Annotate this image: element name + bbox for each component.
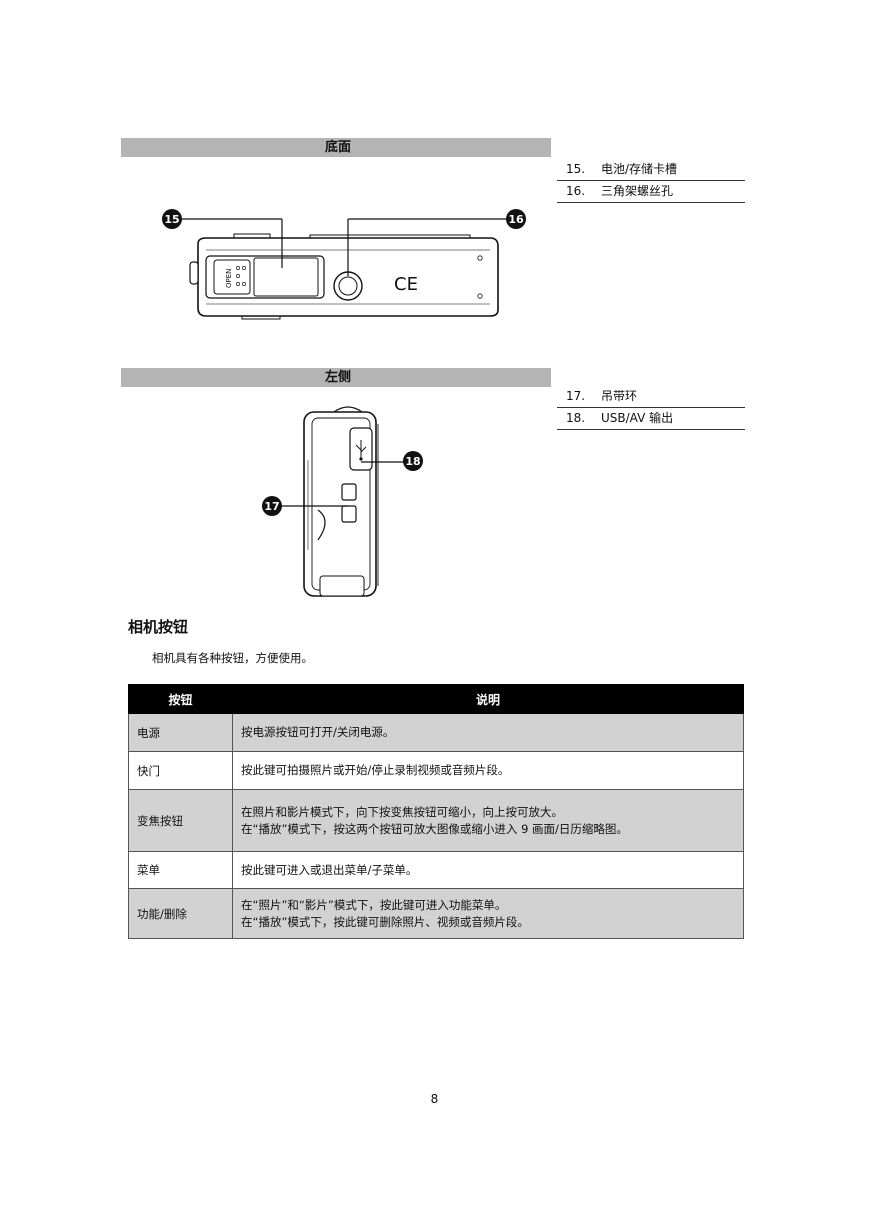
button-name: 电源 (128, 713, 233, 752)
section-bar-bottom: 底面 (121, 138, 555, 157)
button-description: 按此键可进入或退出菜单/子菜单。 (232, 851, 744, 889)
part-row: 16. 三角架螺丝孔 (557, 181, 745, 203)
callout-number-16: 16 (508, 213, 524, 226)
table-row: 快门 按此键可拍摄照片或开始/停止录制视频或音频片段。 (128, 751, 744, 790)
section-bar-left: 左侧 (121, 368, 555, 387)
description-line: 在“播放”模式下，按这两个按钮可放大图像或缩小进入 9 画面/日历缩略图。 (241, 821, 628, 836)
table-row: 变焦按钮 在照片和影片模式下，向下按变焦按钮可缩小，向上按可放大。 在“播放”模… (128, 789, 744, 852)
intro-text: 相机具有各种按钮，方便使用。 (152, 651, 313, 665)
description-line: 按此键可拍摄照片或开始/停止录制视频或音频片段。 (241, 763, 510, 777)
callout-badge-16 (506, 209, 526, 229)
part-number: 16. (566, 184, 586, 198)
callout-badge-15 (162, 209, 182, 229)
part-number: 17. (566, 389, 586, 403)
description-line: 在“照片”和“影片”模式下，按此键可进入功能菜单。 (241, 897, 507, 912)
button-name: 变焦按钮 (128, 789, 233, 852)
part-label: USB/AV 输出 (601, 411, 674, 425)
button-name: 快门 (128, 751, 233, 790)
part-number: 15. (566, 162, 586, 176)
callout-badge-17 (262, 496, 282, 516)
callout-number-15: 15 (164, 213, 179, 226)
part-row: 15. 电池/存储卡槽 (557, 159, 745, 181)
button-description: 按此键可拍摄照片或开始/停止录制视频或音频片段。 (232, 751, 744, 790)
part-row: 17. 吊带环 (557, 386, 745, 408)
button-name: 功能/删除 (128, 888, 233, 939)
description-line: 在“播放”模式下，按此键可删除照片、视频或音频片段。 (241, 914, 529, 929)
lid-open-label: OPEN (225, 269, 233, 288)
part-row: 18. USB/AV 输出 (557, 408, 745, 430)
section-title-left: 左侧 (324, 370, 351, 385)
section-title-bottom: 底面 (324, 140, 351, 155)
page-number: 8 (430, 1092, 439, 1106)
section-heading-camera-buttons: 相机按钮 (128, 618, 189, 636)
table-header-row: 按钮 说明 (128, 684, 744, 714)
header-description: 说明 (232, 684, 744, 714)
table-row: 功能/删除 在“照片”和“影片”模式下，按此键可进入功能菜单。 在“播放”模式下… (128, 888, 744, 939)
description-line: 在照片和影片模式下，向下按变焦按钮可缩小，向上按可放大。 (241, 804, 563, 819)
parts-list-bottom: 15. 电池/存储卡槽 16. 三角架螺丝孔 (557, 159, 745, 203)
part-number: 18. (566, 411, 586, 425)
button-description: 在照片和影片模式下，向下按变焦按钮可缩小，向上按可放大。 在“播放”模式下，按这… (232, 789, 744, 852)
button-description: 按电源按钮可打开/关闭电源。 (232, 713, 744, 752)
parts-list-left: 17. 吊带环 18. USB/AV 输出 (557, 386, 745, 430)
part-label: 电池/存储卡槽 (601, 162, 678, 176)
callout-number-17: 17 (264, 500, 279, 513)
camera-bottom-illustration: OPEN CE 15 16 (162, 209, 526, 320)
table-row: 电源 按电源按钮可打开/关闭电源。 (128, 713, 744, 752)
callout-badge-18 (403, 451, 423, 471)
usb-icon (355, 440, 367, 461)
ce-mark: CE (394, 274, 418, 295)
part-label: 三角架螺丝孔 (601, 184, 674, 198)
description-line: 按电源按钮可打开/关闭电源。 (241, 725, 395, 739)
part-label: 吊带环 (601, 389, 638, 403)
callout-number-18: 18 (405, 455, 420, 468)
description-line: 按此键可进入或退出菜单/子菜单。 (241, 862, 418, 877)
camera-left-illustration: 18 17 (262, 406, 423, 597)
button-name: 菜单 (128, 851, 233, 889)
buttons-table: 按钮 说明 电源 按电源按钮可打开/关闭电源。 快门 按此键可拍摄照片或开始/停… (128, 684, 744, 939)
button-description: 在“照片”和“影片”模式下，按此键可进入功能菜单。 在“播放”模式下，按此键可删… (232, 888, 744, 939)
table-row: 菜单 按此键可进入或退出菜单/子菜单。 (128, 851, 744, 889)
header-button: 按钮 (128, 684, 233, 714)
